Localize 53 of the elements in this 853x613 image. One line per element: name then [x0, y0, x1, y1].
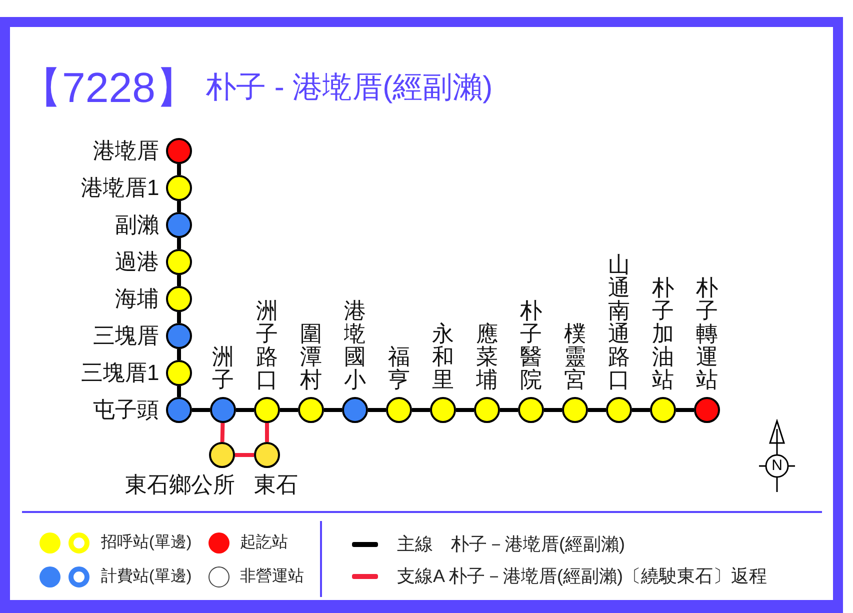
route-line [412, 408, 430, 412]
route-line [236, 408, 254, 412]
station-name: 過港 [115, 250, 159, 274]
legend-text: 主線 朴子－港墘厝(經副瀨) [397, 533, 625, 556]
station-name: 副瀨 [115, 213, 159, 237]
route-line [177, 275, 181, 286]
route-line [265, 423, 269, 442]
route-line [324, 408, 342, 412]
station-name: 港墘厝1 [81, 176, 160, 200]
route-line [544, 408, 562, 412]
station-name: 山通南通路口 [608, 253, 630, 391]
station-name: 朴子轉運站 [696, 276, 718, 391]
route-line [676, 408, 694, 412]
station-name: 洲子 [212, 345, 234, 391]
route-line [456, 408, 474, 412]
legend-text: 招呼站(單邊) [101, 532, 192, 553]
route-line [632, 408, 650, 412]
route-line [192, 408, 210, 412]
station-name: 應菜埔 [476, 322, 498, 391]
route-line [177, 386, 181, 397]
route-line [500, 408, 518, 412]
station-name: 屯子頭 [93, 398, 159, 422]
station-name: 三塊厝1 [81, 361, 160, 385]
route-line [235, 453, 254, 457]
legend-text: 支線A 朴子－港墘厝(經副瀨)〔繞駛東石〕返程 [397, 565, 768, 588]
route-line [280, 408, 298, 412]
route-line [177, 201, 181, 212]
station-name: 永和里 [432, 322, 454, 391]
station-name: 朴子加油站 [652, 276, 674, 391]
legend-text: 非營運站 [240, 566, 304, 587]
station-name: 圍潭村 [300, 322, 322, 391]
station-name: 洲子路口 [256, 299, 278, 391]
station-name: 三塊厝 [93, 324, 159, 348]
route-line [220, 422, 225, 442]
station-name: 福亨 [388, 345, 410, 391]
north-label: N [770, 457, 784, 475]
legend-text: 計費站(單邊) [101, 566, 192, 587]
station-name: 東石 [254, 472, 298, 498]
station-name: 港墘國小 [344, 299, 366, 391]
route-line [177, 164, 181, 175]
route-number: 【7228】 [20, 63, 198, 113]
station-name: 朴子醫院 [520, 299, 542, 391]
station-name: 樸靈宮 [564, 322, 586, 391]
route-line [588, 408, 606, 412]
route-name: 朴子 - 港墘厝(經副瀨) [206, 70, 493, 106]
legend-text: 起訖站 [240, 532, 288, 553]
station-name: 東石鄉公所 [125, 472, 235, 498]
route-line [177, 349, 181, 360]
route-line [177, 238, 181, 249]
station-name: 海埔 [115, 287, 159, 311]
route-line [368, 408, 386, 412]
station-name: 港墘厝 [93, 139, 159, 163]
route-line [177, 312, 181, 323]
